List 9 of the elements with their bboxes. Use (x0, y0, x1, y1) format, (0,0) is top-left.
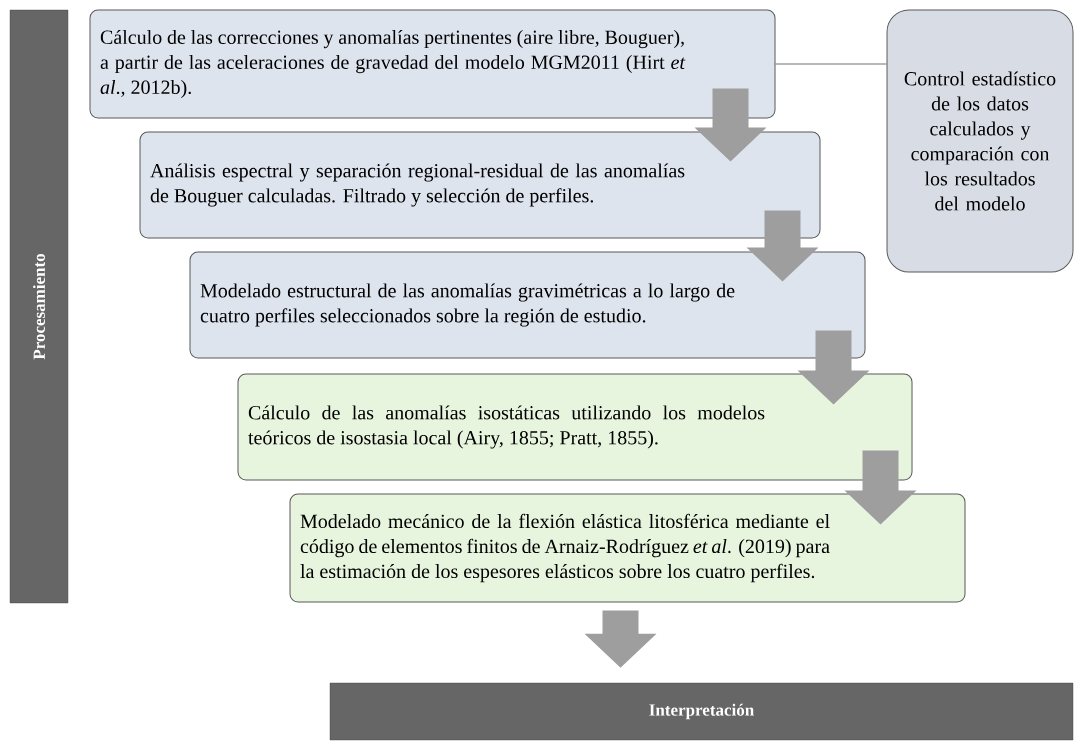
control-box: Control estadístico de los datos calculados y comparación con los resultados del modelo (886, 9, 1074, 273)
process-box: Cálculo de las correcciones y anomalías pertinentes (aire libre, Bouguer), a partir de las aceleraciones de gravedad del modelo MGM2011 (Hirt et al., 2012b). (89, 9, 776, 119)
section-bar: Procesamiento (9, 9, 69, 604)
section-bar: Interpretación (329, 682, 1074, 741)
process-box: Modelado estructural de las anomalías gravimétricas a lo largo de cuatro perfiles seleccionados sobre la región de estudio. (189, 251, 866, 359)
connector-line (774, 63, 888, 65)
process-box: Cálculo de las anomalías isostáticas utilizando los modelos teóricos de isostasia local (Airy, 1855; Pratt, 1855). (237, 373, 913, 481)
process-box: Modelado mecánico de la flexión elástica litosférica mediante el código de elementos finitos de Arnaiz-Rodríguez et al. (2019) para la estimación de los espesores elásticos sobre los cuatro perfiles. (289, 493, 966, 603)
process-box: Análisis espectral y separación regional-residual de las anomalías de Bouguer calculadas. Filtrado y selección de perfiles. (139, 131, 821, 239)
